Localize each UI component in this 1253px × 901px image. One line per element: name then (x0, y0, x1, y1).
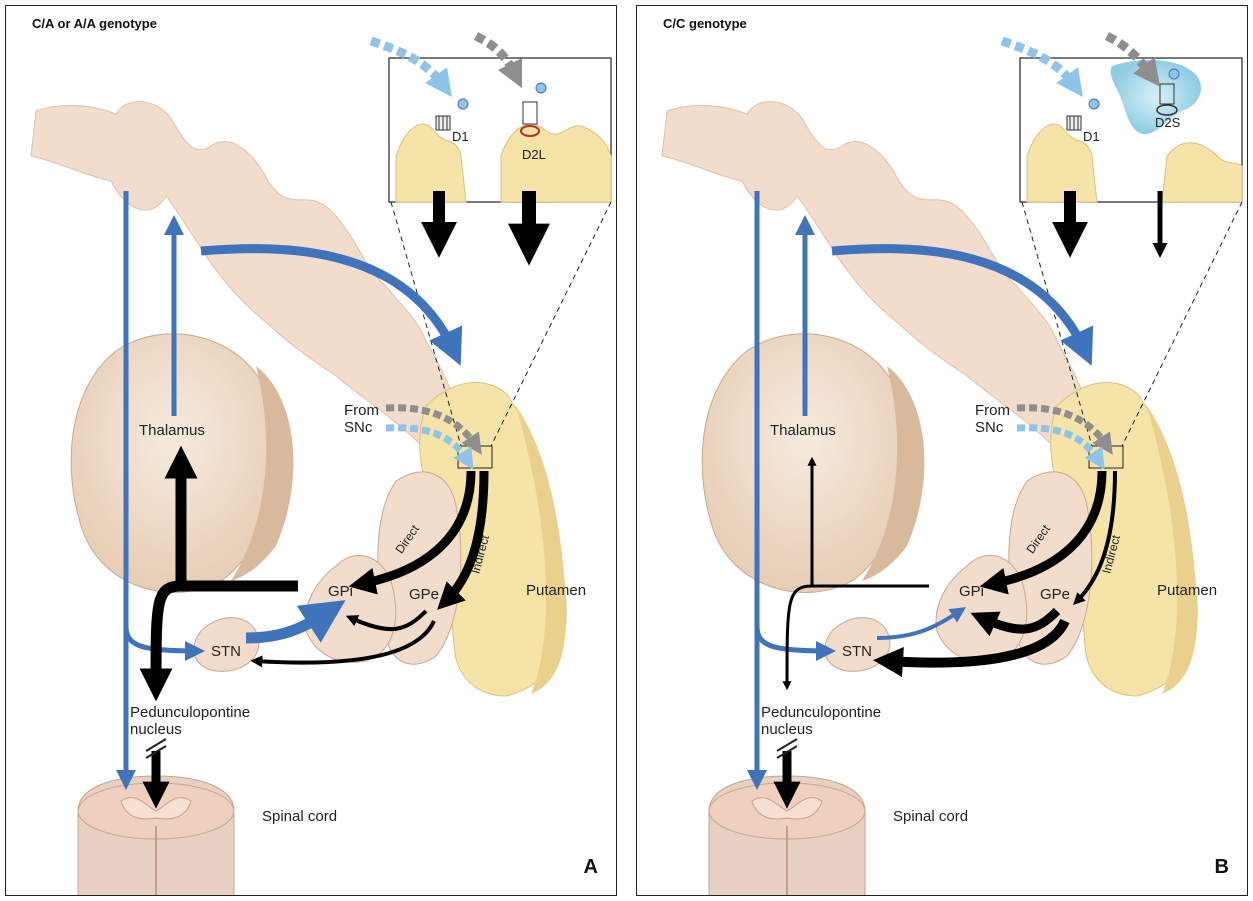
stn-label: STN (211, 643, 241, 660)
stn-label: STN (842, 643, 872, 660)
snc-label: SNc (975, 419, 1003, 436)
panel-b: C/C genotype D1 D2S Thalamus From SNc Di… (636, 5, 1248, 896)
spinal-cord-label: Spinal cord (893, 808, 968, 825)
receptor-label-left: D1 (1083, 128, 1100, 145)
from-label: From (975, 402, 1010, 419)
ppn-label-1: Pedunculopontine (761, 704, 881, 721)
ppn-label-1: Pedunculopontine (130, 704, 250, 721)
receptor-label-right: D2S (1155, 114, 1180, 131)
panel-title: C/A or A/A genotype (32, 16, 157, 31)
receptor-label-right: D2L (522, 146, 546, 163)
panel-a: C/A or A/A genotype D1 D2L Thalamus From… (5, 5, 617, 896)
thalamus-label: Thalamus (139, 422, 205, 439)
gpi-label: GPi (328, 583, 353, 600)
from-label: From (344, 402, 379, 419)
diagram-a (6, 6, 617, 896)
ppn-label-2: nucleus (761, 721, 813, 738)
gpi-body (936, 555, 1027, 662)
gpe-label: GPe (409, 586, 439, 603)
gpi-label: GPi (959, 583, 984, 600)
thalamus-label: Thalamus (770, 422, 836, 439)
panel-letter: A (584, 856, 598, 879)
snc-label: SNc (344, 419, 372, 436)
panel-title: C/C genotype (663, 16, 747, 31)
diagram-b (637, 6, 1248, 896)
putamen-label: Putamen (526, 582, 586, 599)
putamen-label: Putamen (1157, 582, 1217, 599)
ppn-label-2: nucleus (130, 721, 182, 738)
receptor-label-left: D1 (452, 128, 469, 145)
spinal-cord-label: Spinal cord (262, 808, 337, 825)
gpe-label: GPe (1040, 586, 1070, 603)
gpi-body (305, 555, 396, 662)
panel-letter: B (1215, 856, 1229, 879)
